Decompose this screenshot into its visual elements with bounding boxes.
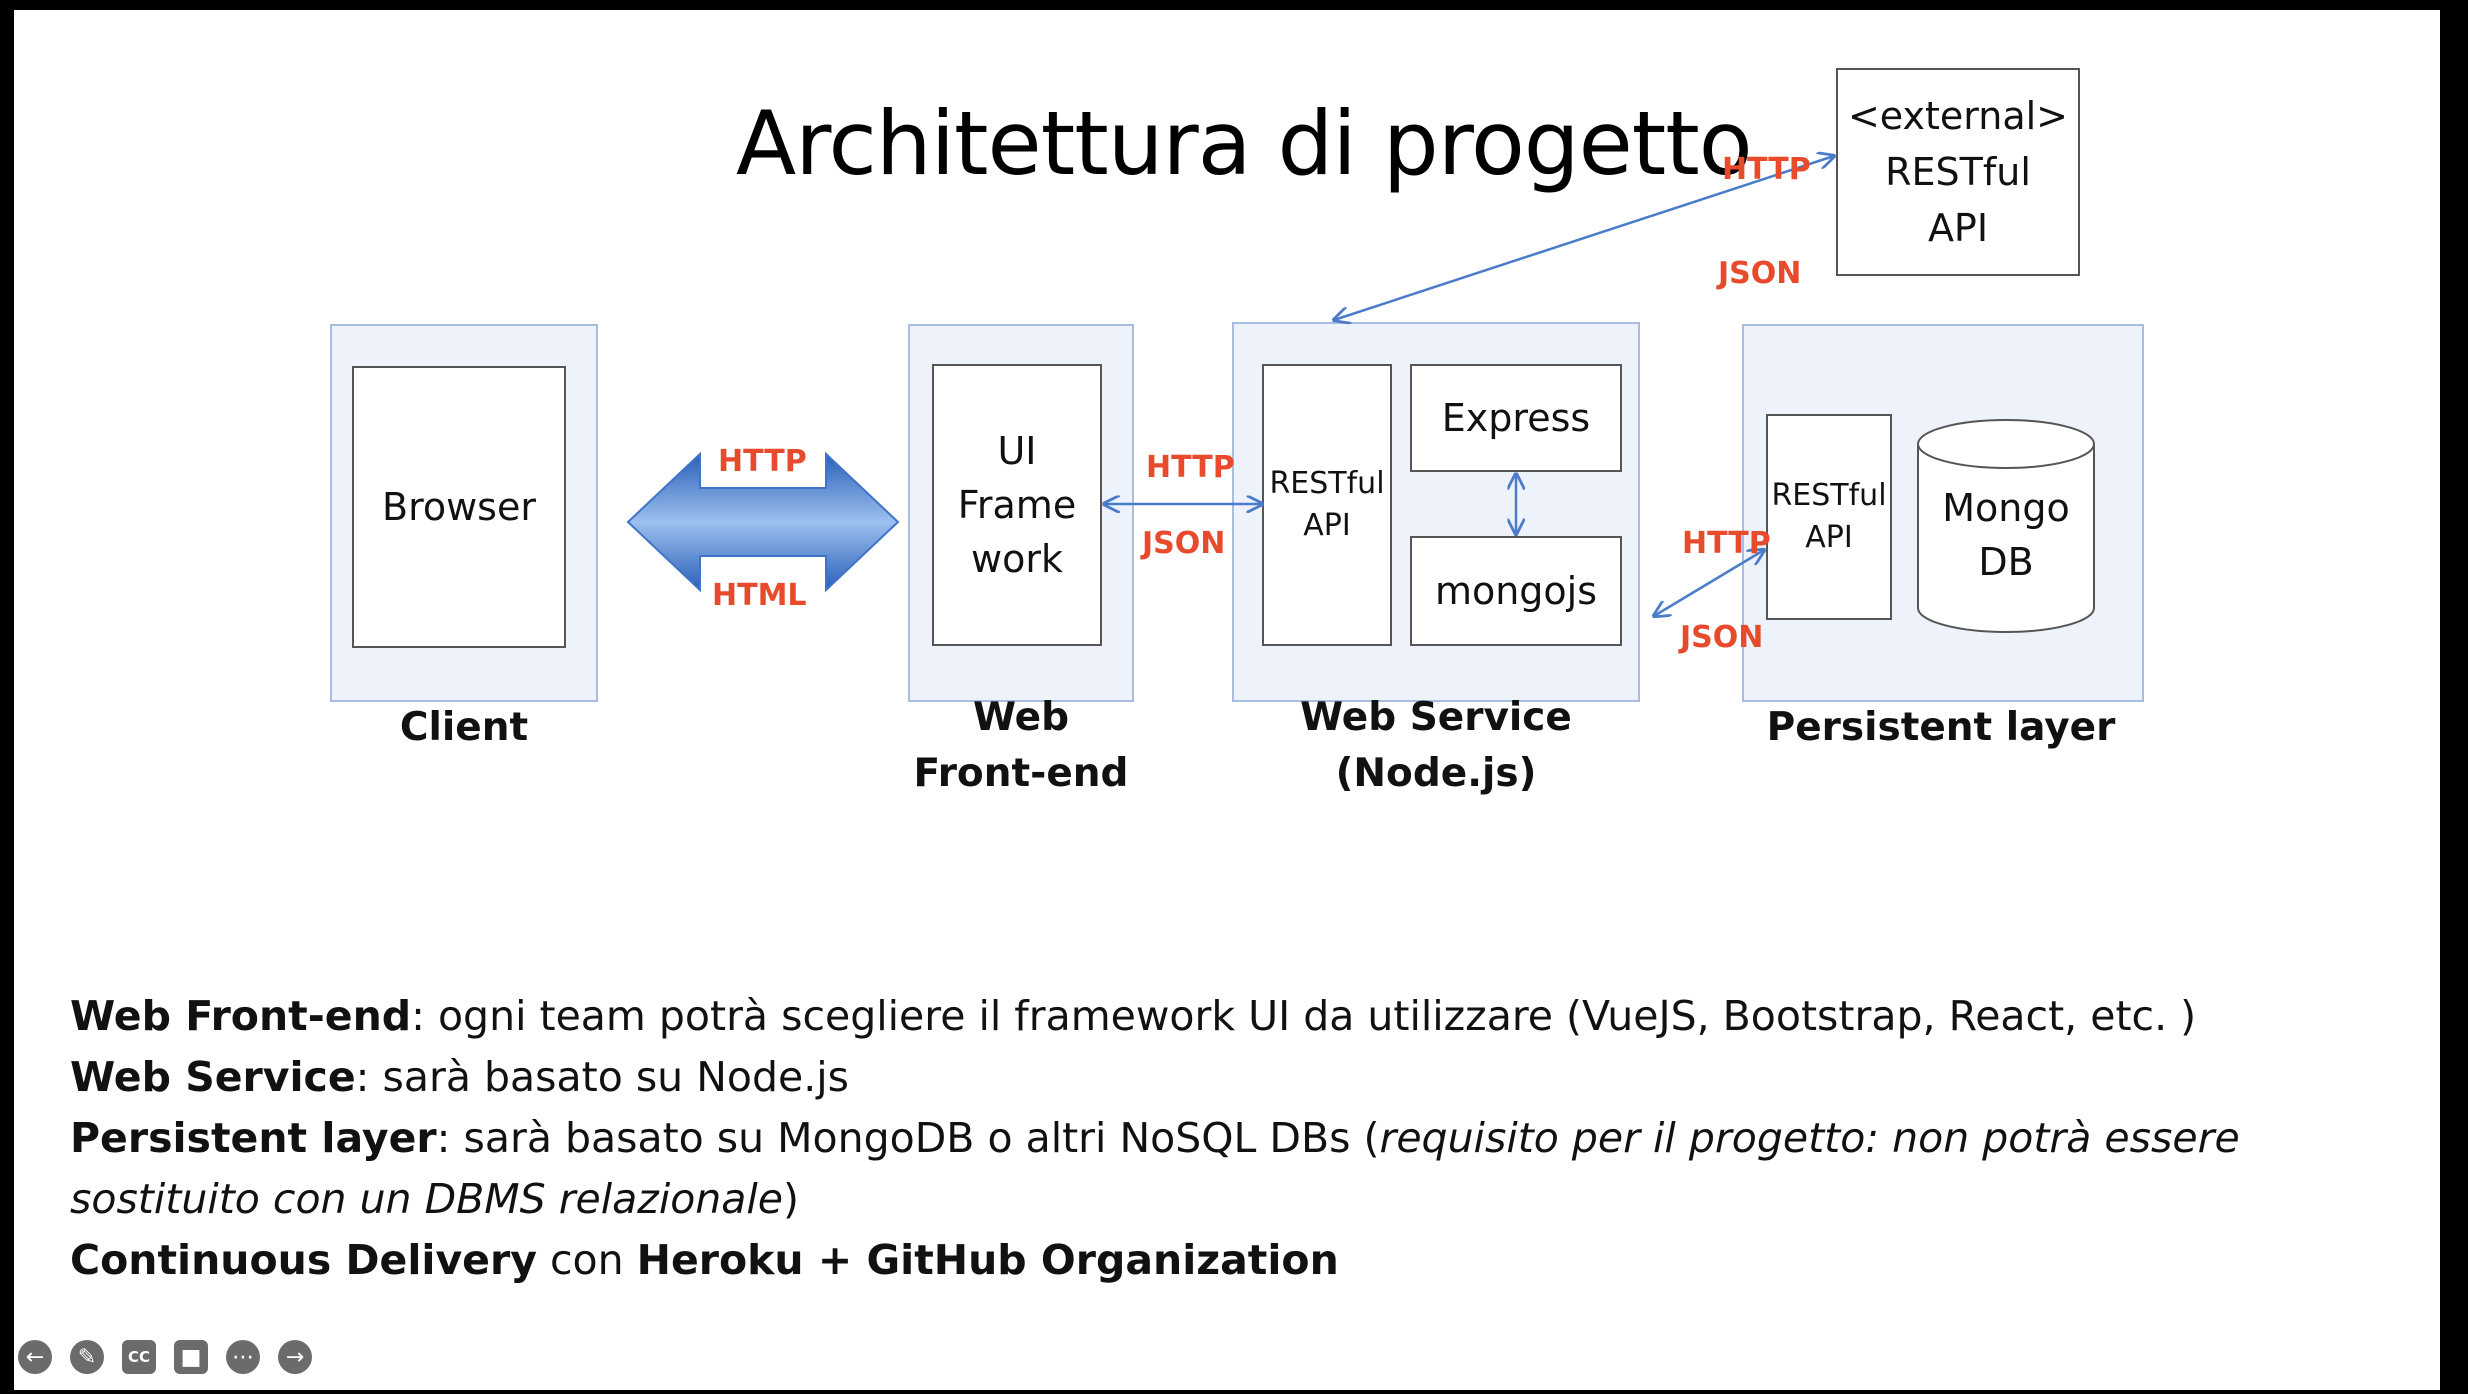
- mongojs-box: mongojs: [1410, 536, 1622, 646]
- note-delivery-tools: Heroku + GitHub Organization: [636, 1236, 1339, 1284]
- persistence-json-label: JSON: [1680, 620, 1764, 655]
- note-persistent-close: ): [783, 1175, 800, 1223]
- external-http-label: HTTP: [1722, 152, 1811, 187]
- mongojs-label: mongojs: [1434, 569, 1598, 613]
- persistent-api-line-1: RESTful: [1771, 478, 1887, 513]
- presentation-toolbar: ← ✎ CC ■ ⋯ →: [18, 1340, 312, 1374]
- note-frontend-text: : ogni team potrà scegliere il framework…: [411, 992, 2197, 1040]
- express-label: Express: [1441, 396, 1591, 440]
- diagram-graphics: [626, 10, 2095, 633]
- external-api-line-1: <external>: [1847, 94, 2069, 138]
- frontend-json-label: JSON: [1142, 526, 1226, 561]
- mongodb-label-line-2: DB: [1978, 540, 2034, 584]
- persistent-api-box: RESTful API: [1766, 414, 1892, 620]
- frontend-http-label: HTTP: [1146, 450, 1235, 485]
- forward-icon[interactable]: →: [278, 1340, 312, 1374]
- frontend-label-line-1: Web: [973, 695, 1069, 740]
- ui-framework-line-1: UI: [997, 429, 1037, 473]
- client-double-arrow: [626, 451, 900, 593]
- persistent-label: Persistent layer: [1766, 705, 2116, 750]
- external-api-line-2: RESTful: [1885, 150, 2031, 194]
- browser-label: Browser: [382, 485, 536, 529]
- note-webservice: Web Service: sarà basato su Node.js: [70, 1047, 2430, 1108]
- ui-framework-line-3: work: [971, 537, 1063, 581]
- notes: Web Front-end: ogni team potrà scegliere…: [70, 986, 2430, 1291]
- note-frontend-term: Web Front-end: [70, 992, 412, 1040]
- slide: Architettura di progetto Browser Client …: [14, 10, 2440, 1390]
- back-icon[interactable]: ←: [18, 1340, 52, 1374]
- client-http-label: HTTP: [718, 444, 807, 479]
- webservice-label-line-2: (Node.js): [1335, 751, 1537, 796]
- webservice-persistent-connector: [1654, 550, 1764, 616]
- video-off-icon[interactable]: ■: [174, 1340, 208, 1374]
- client-label: Client: [399, 705, 529, 750]
- frontend-label-line-2: Front-end: [913, 751, 1129, 796]
- express-box: Express: [1410, 364, 1622, 472]
- mongodb-label: Mongo DB: [1918, 480, 2094, 590]
- note-delivery-mid: con: [536, 1236, 637, 1284]
- note-delivery-term: Continuous Delivery: [70, 1236, 537, 1284]
- webservice-label: Web Service (Node.js): [1232, 690, 1640, 802]
- persistence-http-label: HTTP: [1682, 526, 1771, 561]
- persistent-api-line-2: API: [1805, 520, 1853, 555]
- mongodb-cylinder: [1917, 419, 2095, 633]
- webservice-api-line-1: RESTful: [1269, 466, 1385, 501]
- ui-framework-box: UI Frame work: [932, 364, 1102, 646]
- pen-icon[interactable]: ✎: [70, 1340, 104, 1374]
- note-persistent-requirement: requisito per il progetto: non potrà ess…: [70, 1114, 2240, 1223]
- note-webservice-term: Web Service: [70, 1053, 356, 1101]
- frontend-label: Web Front-end: [868, 690, 1174, 802]
- webservice-label-line-1: Web Service: [1300, 695, 1572, 740]
- external-api-line-3: API: [1927, 206, 1989, 250]
- external-api-connector: [1334, 156, 1834, 320]
- note-delivery: Continuous Delivery con Heroku + GitHub …: [70, 1230, 2430, 1291]
- browser-box: Browser: [352, 366, 566, 648]
- note-webservice-text: : sarà basato su Node.js: [355, 1053, 849, 1101]
- client-html-label: HTML: [712, 578, 807, 613]
- webservice-api-line-2: API: [1303, 508, 1351, 543]
- captions-icon[interactable]: CC: [122, 1340, 156, 1374]
- external-json-label: JSON: [1718, 256, 1802, 291]
- note-frontend: Web Front-end: ogni team potrà scegliere…: [70, 986, 2430, 1047]
- mongodb-label-line-1: Mongo: [1942, 486, 2070, 530]
- note-persistent: Persistent layer: sarà basato su MongoDB…: [70, 1108, 2430, 1230]
- note-persistent-text: : sarà basato su MongoDB o altri NoSQL D…: [436, 1114, 1380, 1162]
- note-persistent-term: Persistent layer: [70, 1114, 437, 1162]
- webservice-api-box: RESTful API: [1262, 364, 1392, 646]
- external-api-box: <external> RESTful API: [1836, 68, 2080, 276]
- more-icon[interactable]: ⋯: [226, 1340, 260, 1374]
- ui-framework-line-2: Frame: [957, 483, 1077, 527]
